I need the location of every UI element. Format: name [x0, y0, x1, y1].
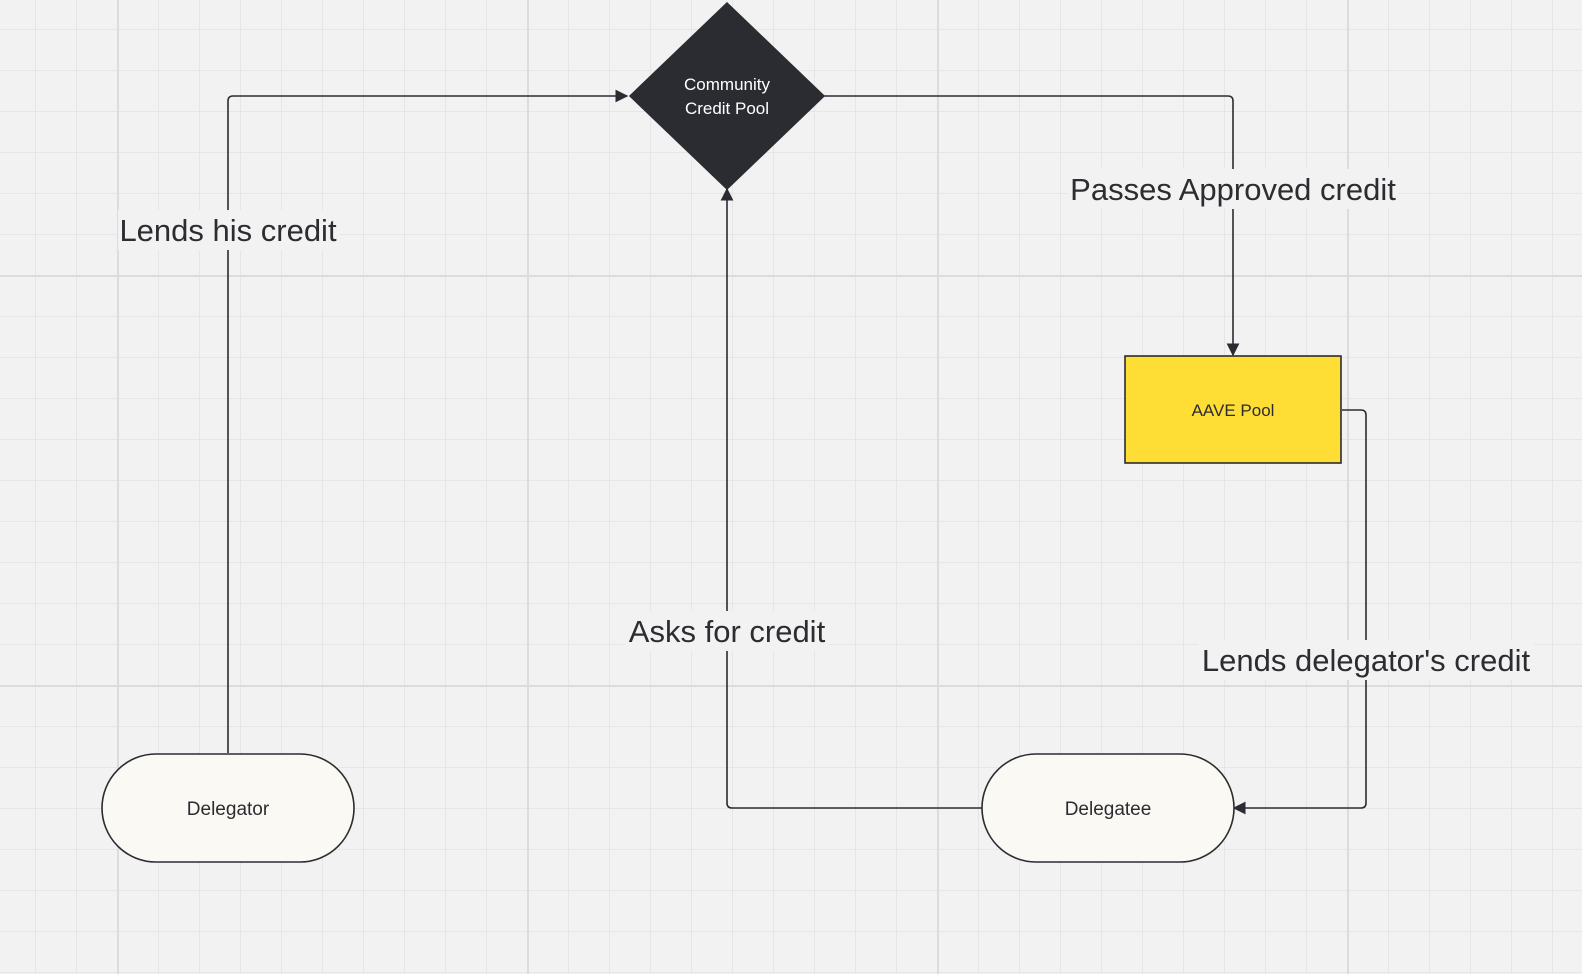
- node-aave-pool[interactable]: AAVE Pool: [1124, 355, 1342, 464]
- connector-aave-to-delegatee[interactable]: [1232, 409, 1367, 815]
- node-label: Delegator: [187, 799, 270, 820]
- node-label-line2: Credit Pool: [685, 99, 769, 118]
- edge-label-text: Lends delegator's credit: [1202, 643, 1531, 678]
- connector-delegator-to-pool[interactable]: [227, 89, 629, 753]
- edge-label-lends-delegators-credit[interactable]: Lends delegator's credit: [1198, 640, 1534, 680]
- edge-label-text: Lends his credit: [119, 213, 337, 248]
- node-delegatee[interactable]: Delegatee: [981, 753, 1235, 863]
- node-label-line1: Community: [684, 75, 770, 94]
- connector-delegatee-to-pool[interactable]: [720, 187, 982, 809]
- node-label: AAVE Pool: [1192, 401, 1275, 420]
- node-community-credit-pool[interactable]: Community Credit Pool: [628, 1, 826, 191]
- edge-label-lends-his-credit[interactable]: Lends his credit: [118, 210, 340, 250]
- edge-label-passes-approved-credit[interactable]: Passes Approved credit: [1068, 169, 1398, 209]
- node-label: Delegatee: [1065, 799, 1152, 820]
- node-delegator[interactable]: Delegator: [101, 753, 355, 863]
- edge-label-asks-for-credit[interactable]: Asks for credit: [625, 611, 829, 651]
- edge-label-text: Asks for credit: [629, 614, 826, 649]
- edge-label-text: Passes Approved credit: [1070, 172, 1396, 207]
- connector-pool-to-aave[interactable]: [824, 95, 1240, 357]
